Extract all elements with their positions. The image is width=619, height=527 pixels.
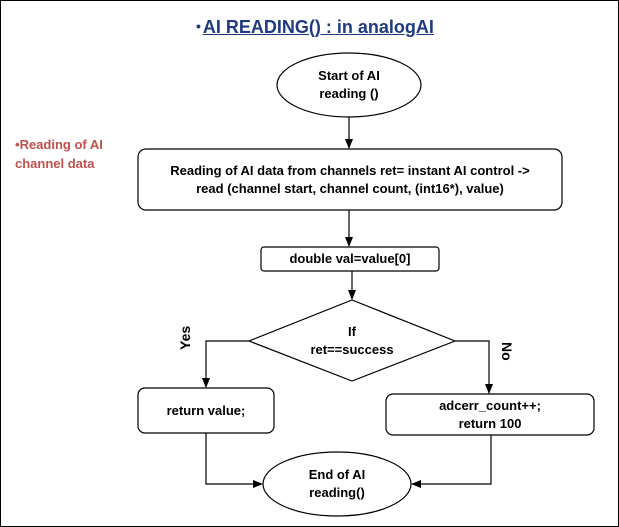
diagram-title: •AI READING() : in analogAI: [196, 13, 456, 39]
read-process-box: [137, 148, 563, 211]
error-process-box: [385, 393, 595, 436]
no-edge-label: No: [499, 342, 515, 361]
assign-process-box: [260, 246, 440, 272]
edge-no-branch: [455, 340, 493, 394]
edge-yes-branch: [202, 340, 249, 388]
title-bullet: •: [196, 18, 201, 34]
return-value-label: return value;: [166, 402, 246, 418]
error-label: adcerr_count++; return 100: [439, 397, 541, 431]
decision-label: If ret==success: [310, 324, 394, 357]
yes-edge-label: Yes: [177, 325, 193, 350]
start-label: Start of AI reading (): [318, 68, 380, 101]
edge-return-to-end: [205, 433, 263, 488]
assign-label: double val=value[0]: [289, 251, 411, 266]
edge-error-to-end: [411, 435, 492, 488]
end-label: End of AI reading(): [308, 467, 366, 500]
decision-diamond: [247, 299, 457, 382]
title-text: AI READING() : in analogAI: [202, 17, 434, 37]
side-note: •Reading of AI channel data: [15, 135, 145, 173]
side-note-text: Reading of AI channel data: [15, 137, 103, 171]
read-label: Reading of AI data from channels ret= in…: [170, 163, 530, 196]
side-note-bullet: •: [15, 137, 20, 152]
